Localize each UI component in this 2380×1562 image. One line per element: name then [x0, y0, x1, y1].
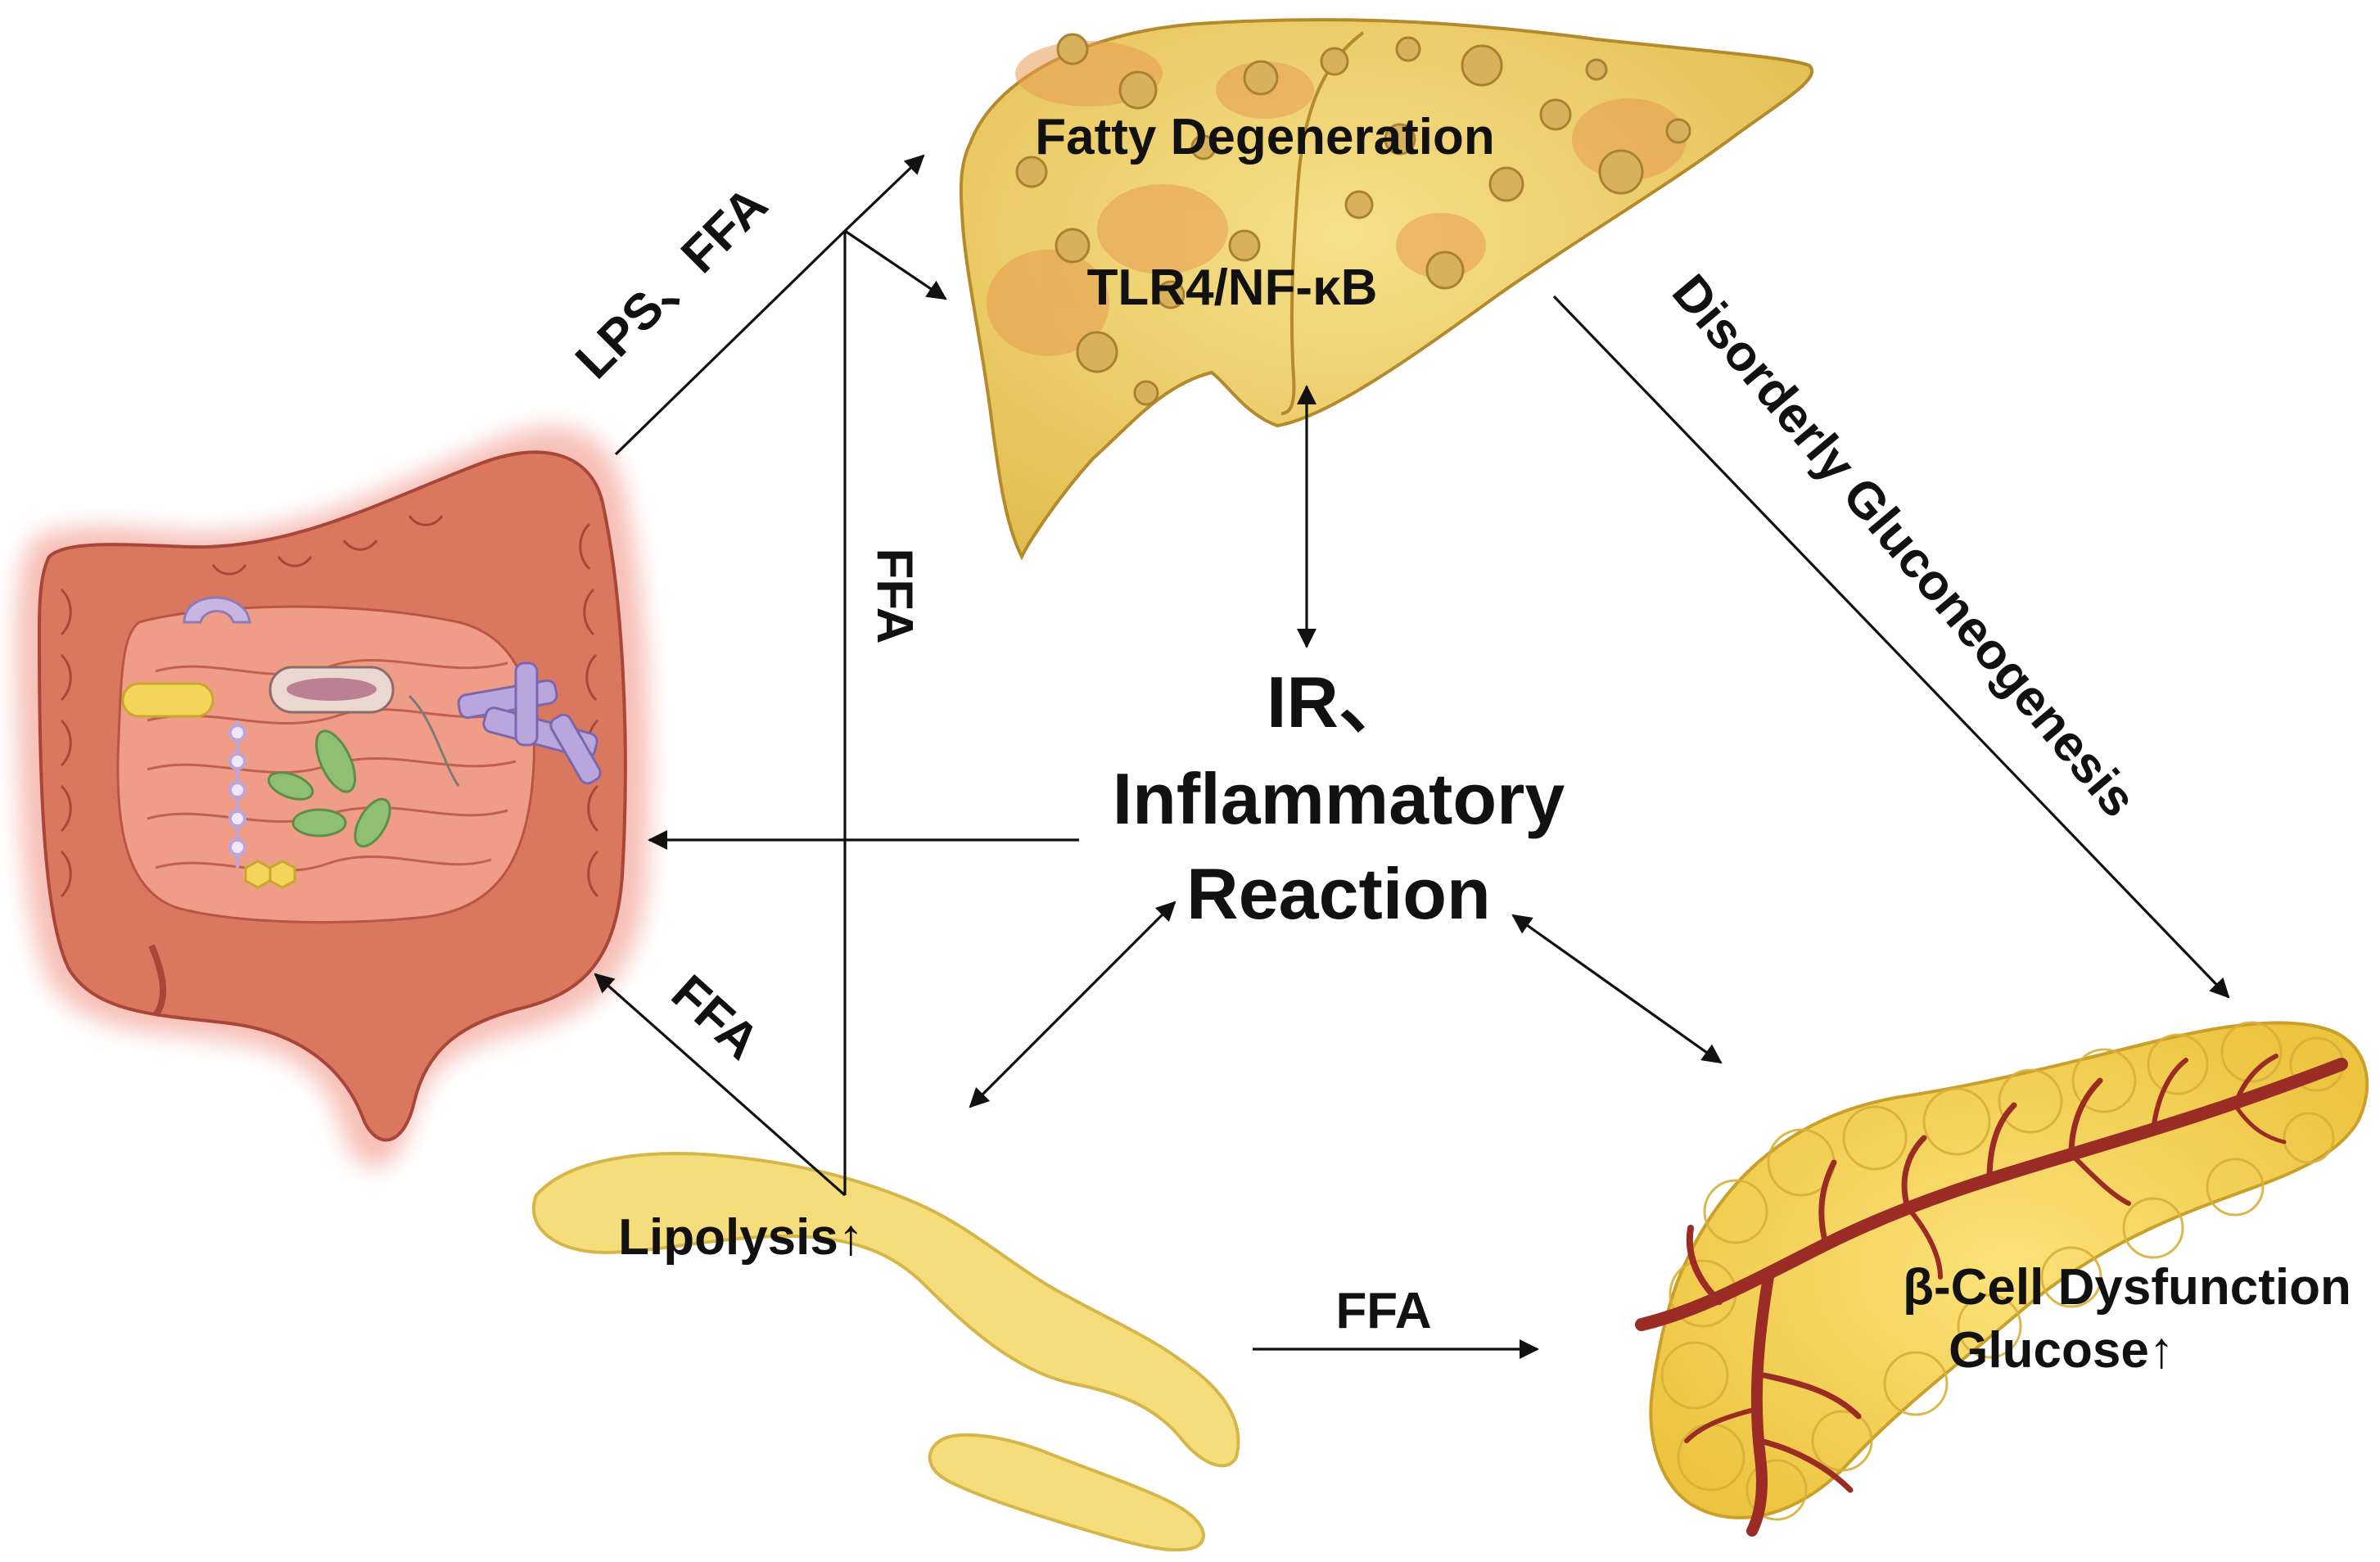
- pancreas: [1635, 1021, 2369, 1537]
- label-ffa-vertical: FFA: [866, 548, 923, 643]
- appendix: [148, 944, 167, 1018]
- arrow-center-pancreas-bidirectional: [1511, 914, 1723, 1064]
- pancreas-vessel: [1635, 1054, 2348, 1537]
- label-center-inflammatory: Inflammatory: [1113, 758, 1565, 839]
- label-disorderly-gluconeogenesis: Disorderly Gluconeogenesis: [1661, 264, 2147, 828]
- gut-microbes: [121, 596, 602, 889]
- arrow-center-adipose-bidirectional: [969, 901, 1176, 1108]
- arrow-liver-to-pancreas: [1552, 295, 2230, 999]
- label-tlr4-nfkb: TLR4/NF-κB: [1087, 260, 1378, 316]
- liver: [959, 18, 1814, 561]
- colon-haustra: [60, 515, 599, 898]
- label-beta-cell-dysfunction: β-Cell Dysfunction: [1903, 1259, 2351, 1316]
- arrows: [594, 154, 2230, 1359]
- intestine: [16, 427, 650, 1168]
- arrow-lipolysis-to-intestine: [594, 973, 847, 1197]
- label-ffa-bottom: FFA: [1335, 1283, 1431, 1339]
- label-ffa-left: FFA: [661, 964, 770, 1071]
- label-lipolysis: Lipolysis↑: [618, 1209, 864, 1266]
- arrow-intestine-to-junction: [614, 229, 847, 456]
- adipose-lower: [928, 1433, 1205, 1552]
- adipose-tissue: [531, 1152, 1240, 1552]
- liver-lobe-split: [1280, 31, 1365, 415]
- arrow-junction-to-tlr4: [844, 229, 947, 300]
- label-fatty-degeneration: Fatty Degeneration: [1035, 109, 1495, 165]
- arrow-junction-to-fatty-degeneration: [843, 154, 925, 232]
- adipose-upper: [531, 1152, 1240, 1468]
- label-center-reaction: Reaction: [1186, 853, 1491, 934]
- liver-fat-droplets: [1015, 33, 1691, 406]
- label-lps-ffa: LPS、FFA: [565, 176, 779, 390]
- label-center-ir: IR、: [1267, 661, 1411, 743]
- label-glucose: Glucose↑: [1949, 1322, 2175, 1379]
